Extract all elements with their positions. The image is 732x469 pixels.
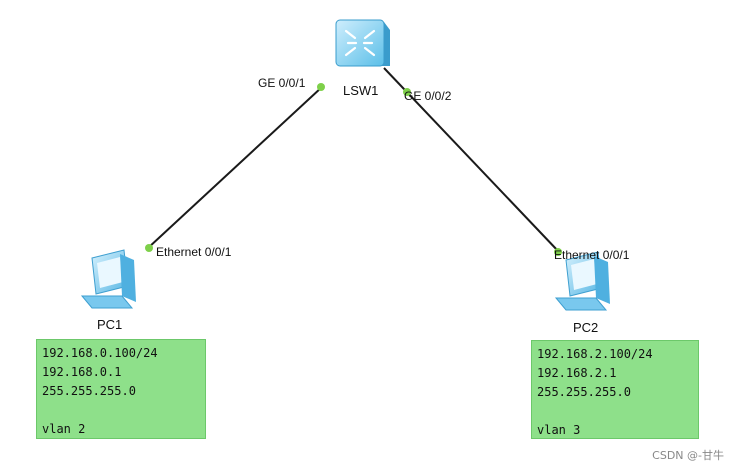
pc2-name: PC2 <box>573 320 599 335</box>
link-sw-pc2 <box>383 67 560 253</box>
port-label-sw-left: GE 0/0/1 <box>258 76 306 90</box>
port-dot-pc2 <box>554 248 562 256</box>
pc2-gateway: 192.168.2.1 <box>537 366 617 380</box>
pc2-mask: 255.255.255.0 <box>537 385 631 399</box>
port-dot-sw-left <box>317 83 325 91</box>
pc1-name: PC1 <box>97 317 123 332</box>
pc1-ip: 192.168.0.100/24 <box>42 346 158 360</box>
pc1-blank-line <box>42 401 205 420</box>
port-label-pc1: Ethernet 0/0/1 <box>156 245 232 259</box>
pc1-config-note: 192.168.0.100/24 192.168.0.1 255.255.255… <box>36 339 206 439</box>
pc-icon[interactable] <box>554 251 610 311</box>
pc-icon[interactable] <box>80 249 136 309</box>
pc1-mask: 255.255.255.0 <box>42 384 136 398</box>
switch-name: LSW1 <box>343 83 379 98</box>
port-label-pc2: Ethernet 0/0/1 <box>554 248 630 262</box>
pc2-vlan: vlan 3 <box>537 423 581 437</box>
pc1-vlan: vlan 2 <box>42 422 86 436</box>
watermark: CSDN @-甘牛 <box>652 449 724 462</box>
port-dot-sw-right <box>403 88 411 96</box>
switch-icon[interactable] <box>335 19 390 67</box>
pc2-config-note: 192.168.2.100/24 192.168.2.1 255.255.255… <box>531 340 699 439</box>
pc2-blank-line <box>537 402 698 421</box>
port-dot-pc1 <box>145 244 153 252</box>
port-label-sw-right: GE 0/0/2 <box>404 89 452 103</box>
pc1-gateway: 192.168.0.1 <box>42 365 122 379</box>
pc2-ip: 192.168.2.100/24 <box>537 347 653 361</box>
link-sw-pc1 <box>147 86 323 249</box>
